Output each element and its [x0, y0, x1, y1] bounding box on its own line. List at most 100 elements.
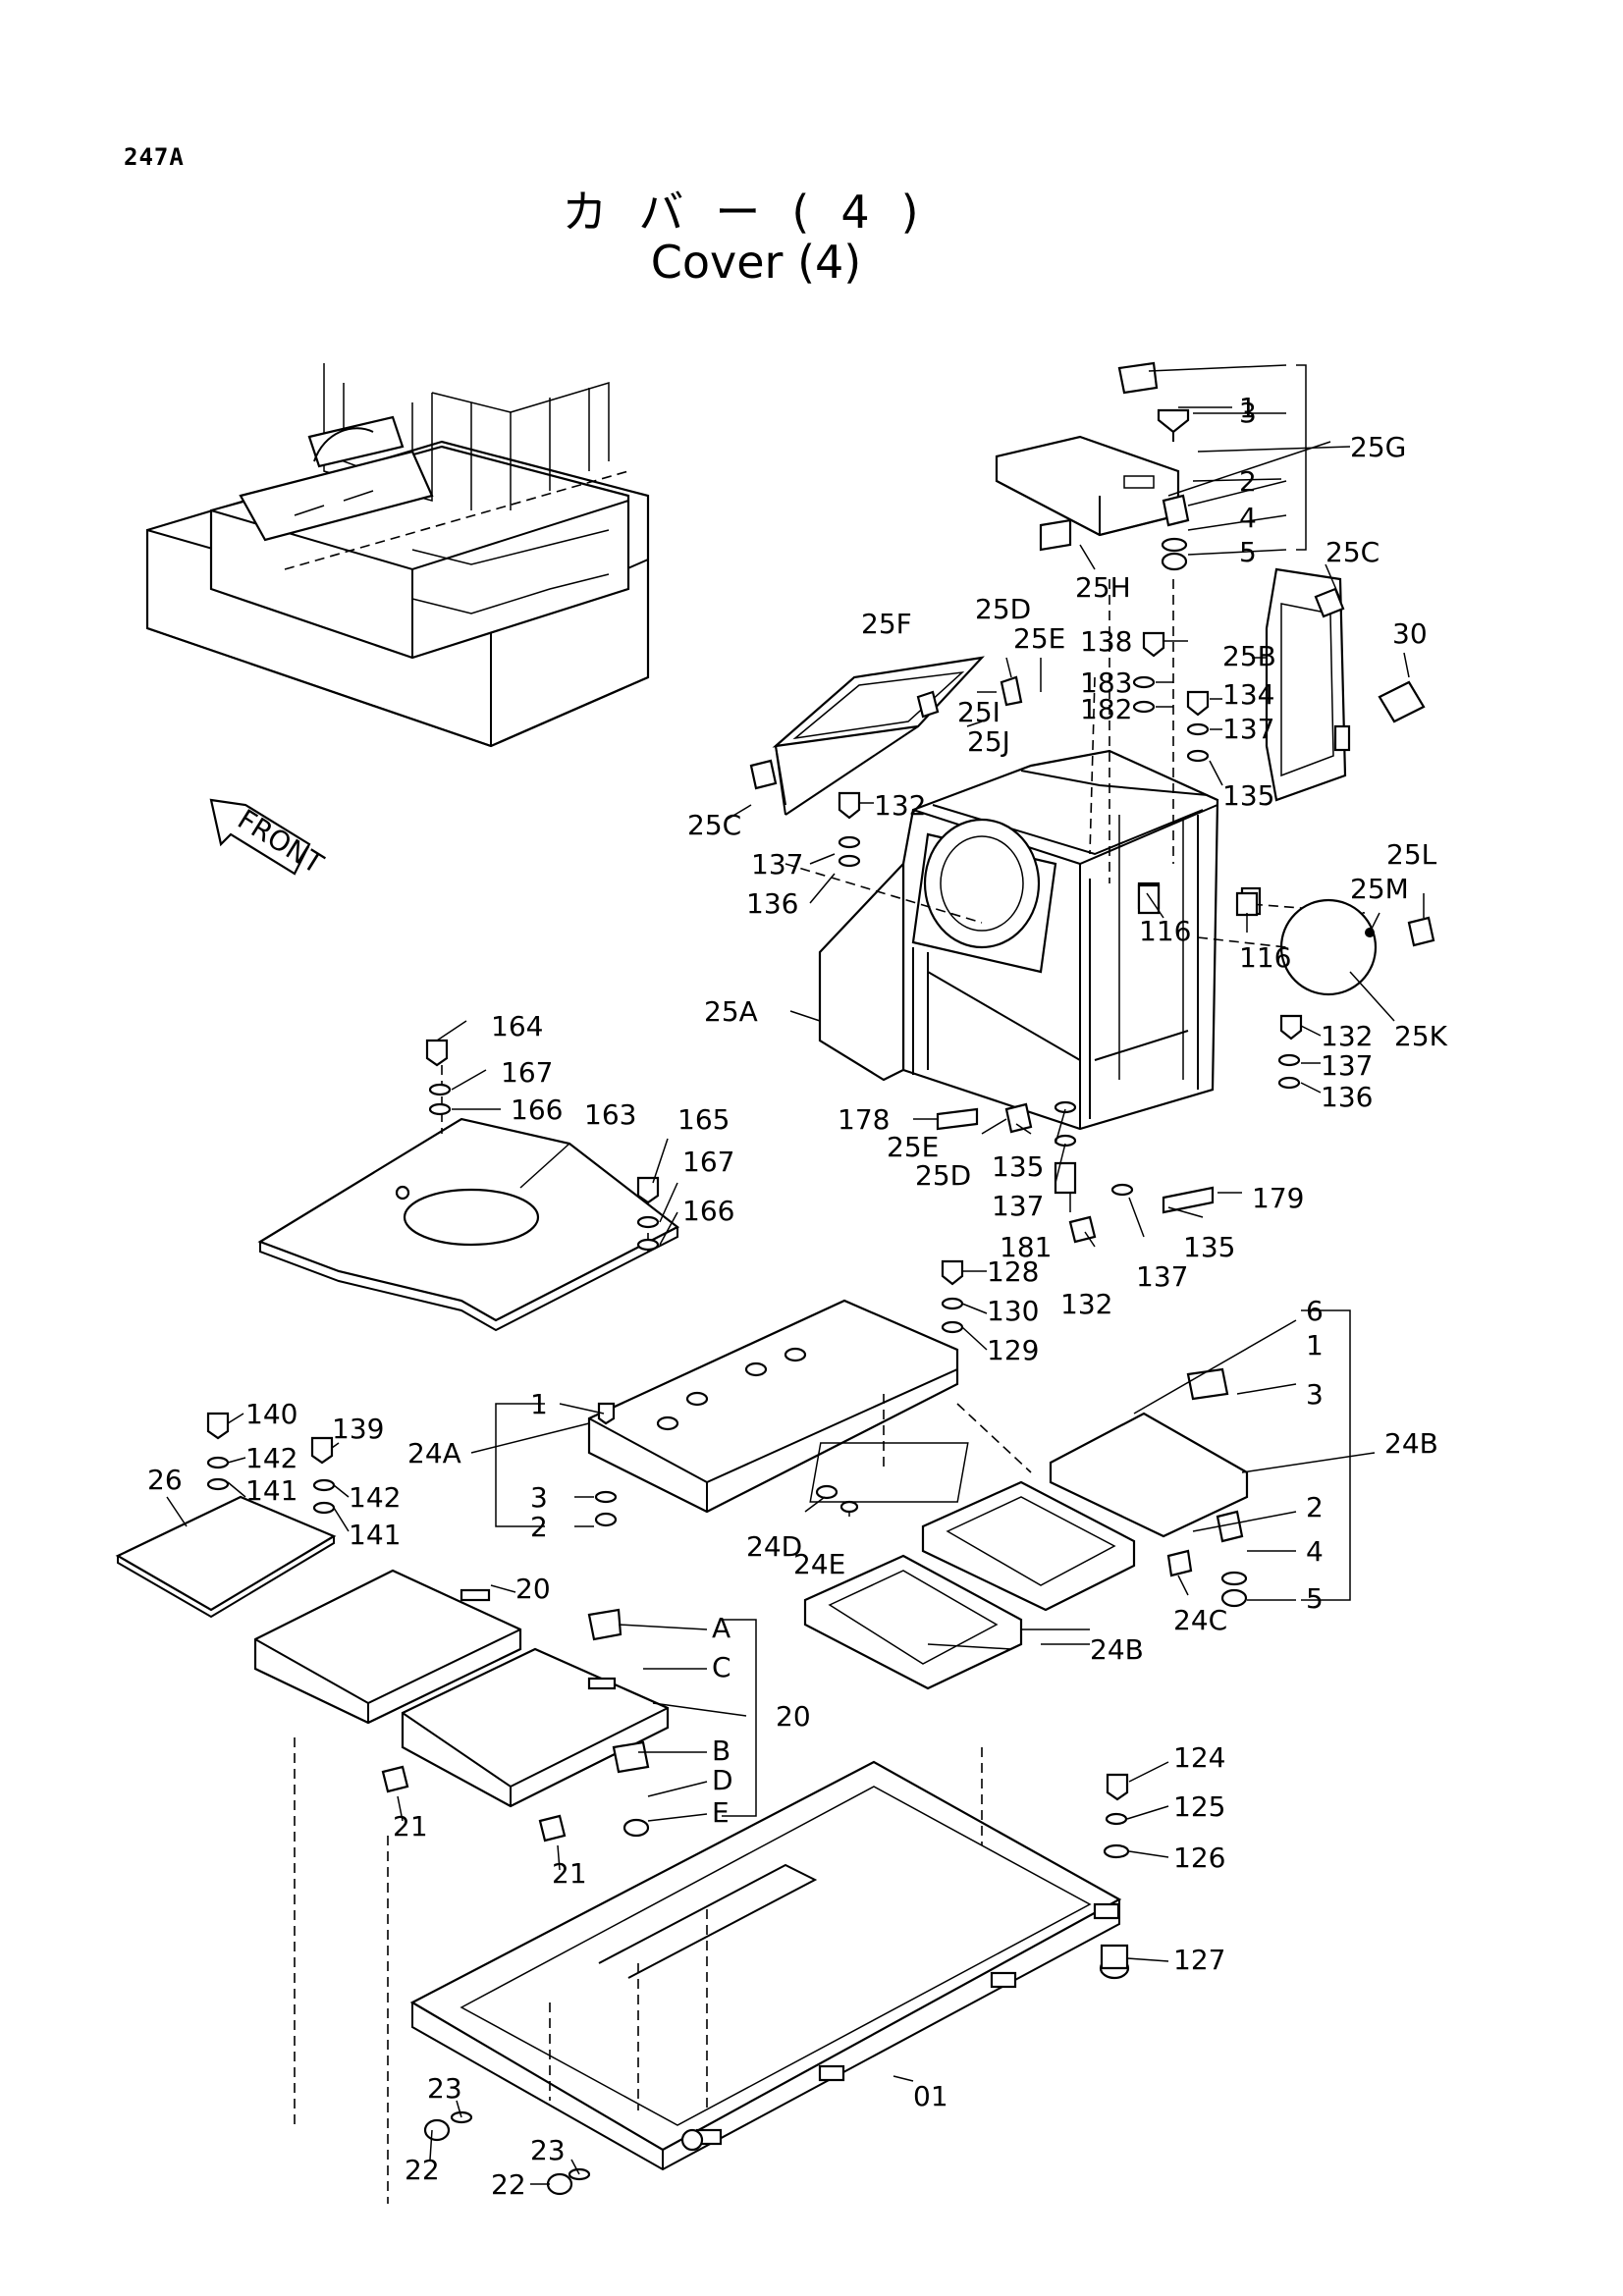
base-frame [294, 1737, 1130, 2204]
floor-plate [257, 1065, 680, 1332]
callout-label: 3 [1306, 1378, 1324, 1411]
callout-label: 167 [501, 1056, 553, 1089]
callout-label: 132 [1321, 1020, 1373, 1052]
callout-label: 129 [987, 1334, 1039, 1366]
callout-label: 163 [584, 1098, 636, 1131]
callout-label: 167 [682, 1146, 734, 1178]
round-cover-plate [1197, 898, 1378, 996]
callout-label: 135 [1222, 779, 1274, 812]
callout-label: 25E [1013, 622, 1065, 655]
callout-label: 127 [1173, 1944, 1225, 1976]
access-covers [253, 1569, 670, 1838]
callout-label: 116 [1139, 915, 1191, 947]
callout-label: 164 [491, 1010, 543, 1042]
callout-label: 25A [704, 995, 758, 1028]
callout-label: 4 [1306, 1535, 1324, 1568]
callout-label: 5 [1239, 536, 1257, 568]
callout-label: 140 [245, 1398, 298, 1430]
callout-label: 25F [861, 608, 912, 640]
callout-label: 130 [987, 1295, 1039, 1327]
callout-label: 25C [1325, 536, 1380, 568]
main-cover-frame [784, 579, 1366, 1131]
callout-label: 183 [1080, 667, 1132, 699]
callout-label: 25C [687, 809, 741, 841]
callout-label: 22 [491, 2168, 526, 2201]
callout-label: 166 [682, 1195, 734, 1227]
callout-label: 24E [793, 1548, 845, 1580]
fasteners [206, 587, 1435, 2196]
callout-label: 182 [1080, 693, 1132, 725]
callout-label: 25H [1075, 571, 1131, 604]
callout-label: 24C [1173, 1604, 1227, 1636]
callout-label: 166 [511, 1094, 563, 1126]
title-english: Cover (4) [650, 236, 862, 289]
callout-label: 30 [1392, 617, 1428, 650]
callout-label: 23 [530, 2134, 566, 2166]
callout-label: 2 [530, 1511, 548, 1543]
callout-label: 22 [405, 2154, 440, 2186]
callout-label: 142 [349, 1481, 401, 1514]
page-code: 247A [124, 143, 185, 171]
callout-label: 25M [1350, 873, 1409, 905]
front-direction-arrow: FRONT [209, 798, 330, 881]
callout-label: 21 [552, 1857, 587, 1890]
callout-label: 24B [1090, 1633, 1144, 1666]
callout-label: 142 [245, 1442, 298, 1474]
callout-label: 3 [530, 1481, 548, 1514]
callout-labels: 1 3 25G 2 4 5 25H 25C 138 183 182 25B 13… [147, 392, 1448, 2201]
callout-label: 125 [1173, 1790, 1225, 1823]
callout-label: 132 [1060, 1288, 1112, 1320]
machine-overview-illustration [145, 363, 650, 748]
callout-label: 136 [746, 887, 798, 920]
callout-label: 2 [1306, 1491, 1324, 1523]
cover-panel-24a [587, 1299, 1032, 1514]
callout-label: 136 [1321, 1081, 1373, 1113]
callout-label: 137 [751, 848, 803, 881]
callout-label: 179 [1252, 1182, 1304, 1214]
callout-label: D [712, 1764, 733, 1796]
callout-label: 165 [677, 1103, 730, 1136]
callout-label: 21 [393, 1810, 428, 1842]
title-japanese: カバー(4) [562, 186, 950, 239]
callout-label: 20 [776, 1700, 811, 1733]
callout-label: E [712, 1796, 730, 1829]
callout-label: 25K [1394, 1020, 1448, 1052]
top-cover-assembly [995, 361, 1351, 571]
callout-label: 1 [1239, 392, 1257, 424]
callout-label: A [712, 1612, 730, 1644]
callout-label: 25I [957, 696, 1001, 728]
mesh-plate [115, 1495, 337, 1619]
callout-label: 139 [332, 1413, 384, 1445]
callout-label: 178 [838, 1103, 890, 1136]
callout-label: 20 [515, 1573, 551, 1605]
callout-label: 01 [913, 2080, 948, 2112]
callout-label: 25D [915, 1159, 971, 1192]
callout-label: 25B [1222, 640, 1276, 672]
callout-label: 116 [1239, 941, 1291, 974]
callout-label: 26 [147, 1464, 183, 1496]
callout-label: C [712, 1651, 731, 1683]
callout-label: 135 [1183, 1231, 1235, 1263]
callout-label: 137 [1321, 1049, 1373, 1082]
callout-label: 128 [987, 1255, 1039, 1288]
callout-label: 132 [874, 789, 926, 822]
callout-label: 4 [1239, 502, 1257, 534]
callout-label: 134 [1222, 678, 1274, 711]
callout-label: 25J [967, 725, 1010, 758]
callout-label: 138 [1080, 625, 1132, 658]
callout-label: 25G [1350, 431, 1406, 463]
callout-label: 137 [1222, 713, 1274, 745]
callout-label: 137 [1136, 1260, 1188, 1293]
callout-label: 3 [1239, 397, 1257, 429]
callout-label: 1 [1306, 1329, 1324, 1362]
callout-label: 2 [1239, 465, 1257, 498]
callout-label: 137 [992, 1190, 1044, 1222]
callout-label: 126 [1173, 1842, 1225, 1874]
callout-label: 25D [975, 593, 1031, 625]
callout-label: 24D [746, 1530, 802, 1563]
side-door [1265, 567, 1426, 802]
callout-label: 24B [1384, 1427, 1438, 1460]
upper-hatch [772, 656, 985, 816]
callout-leaders [166, 406, 1425, 2185]
